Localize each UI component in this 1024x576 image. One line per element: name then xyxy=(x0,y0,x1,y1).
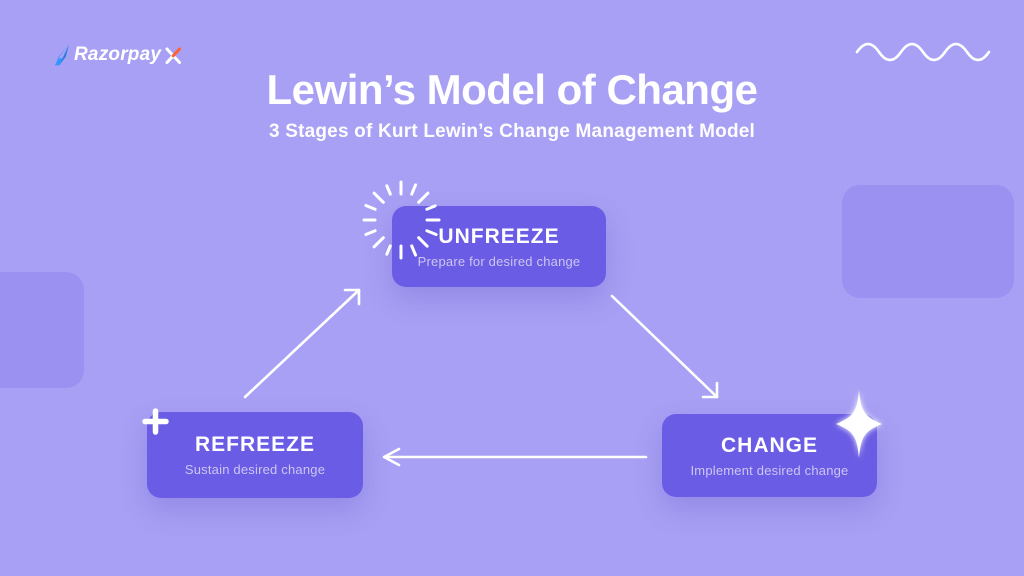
page-subtitle: 3 Stages of Kurt Lewin’s Change Manageme… xyxy=(268,121,756,142)
decor-rounded-rect-right xyxy=(842,185,1014,298)
brand-name: Razorpay xyxy=(74,44,162,65)
stage-title: UNFREEZE xyxy=(438,224,560,248)
stage-subtitle: Prepare for desired change xyxy=(417,253,581,269)
arrow-unfreeze-to-change xyxy=(605,290,725,410)
stage-subtitle: Sustain desired change xyxy=(184,462,326,477)
brand-logo: Razorpay xyxy=(54,42,182,68)
stage-card-change: CHANGE Implement desired change xyxy=(662,414,877,497)
stage-card-unfreeze: UNFREEZE Prepare for desired change xyxy=(392,206,606,287)
razorpay-arrow-icon xyxy=(54,44,70,66)
arrow-change-to-refreeze xyxy=(378,445,653,475)
decor-rounded-rect-left xyxy=(0,272,84,388)
stage-title: REFREEZE xyxy=(194,433,315,456)
stage-card-refreeze: REFREEZE Sustain desired change xyxy=(147,412,363,498)
stage-subtitle: Implement desired change xyxy=(690,462,849,478)
page-title: Lewin’s Model of Change xyxy=(266,66,758,113)
arrow-refreeze-to-unfreeze xyxy=(237,280,372,410)
stage-title: CHANGE xyxy=(720,433,818,457)
brand-x-icon xyxy=(164,46,182,65)
